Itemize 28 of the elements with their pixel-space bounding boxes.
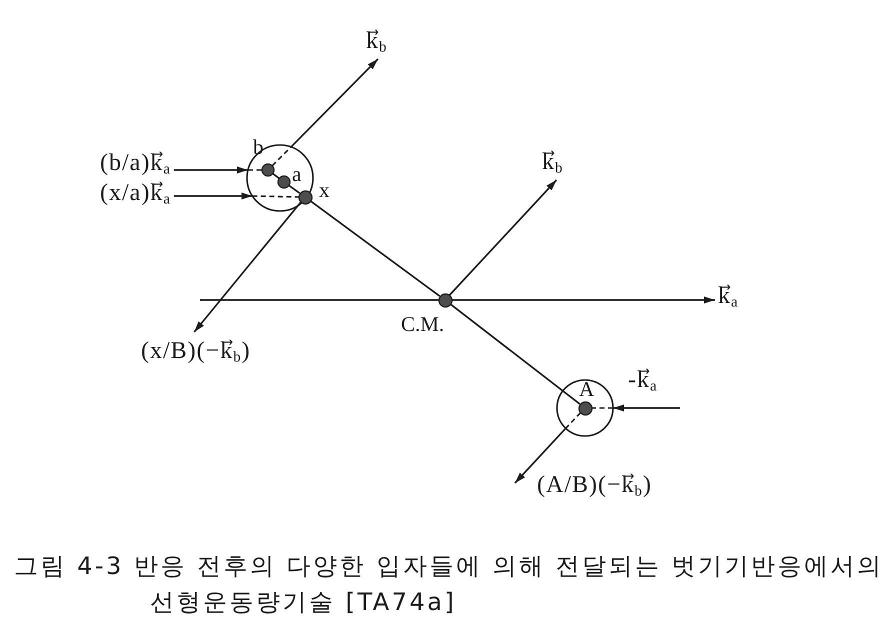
arrow [290, 58, 379, 148]
arrow [613, 404, 680, 412]
particle-dot [436, 292, 454, 308]
line [310, 200, 440, 297]
particle-dot [576, 400, 594, 416]
arrow [448, 179, 558, 296]
figure-caption: 그림 4-3 반응 전후의 다양한 입자들에 의해 전달되는 벗기기반응에서의 선형운동량기술 [TA74a] [14, 551, 885, 618]
dashed-line [248, 169, 262, 171]
particle-dot [260, 162, 276, 178]
dashed-line [565, 412, 582, 429]
line [450, 303, 580, 405]
particle-circle [555, 378, 615, 438]
line [288, 184, 300, 194]
point-label: a [292, 163, 302, 186]
dashed-line [252, 195, 299, 198]
arrow [174, 192, 252, 200]
point-label: C.M. [401, 313, 444, 336]
point-label: A [579, 378, 594, 400]
particle-dot [296, 188, 314, 206]
arrow [452, 296, 715, 304]
arrow [174, 166, 248, 174]
line [200, 299, 438, 301]
arrow [514, 428, 566, 484]
arrow [194, 201, 302, 333]
point-label: x [319, 179, 330, 202]
dashed-line [272, 146, 292, 166]
dashed-line [592, 407, 613, 409]
particle-dot [276, 174, 292, 190]
